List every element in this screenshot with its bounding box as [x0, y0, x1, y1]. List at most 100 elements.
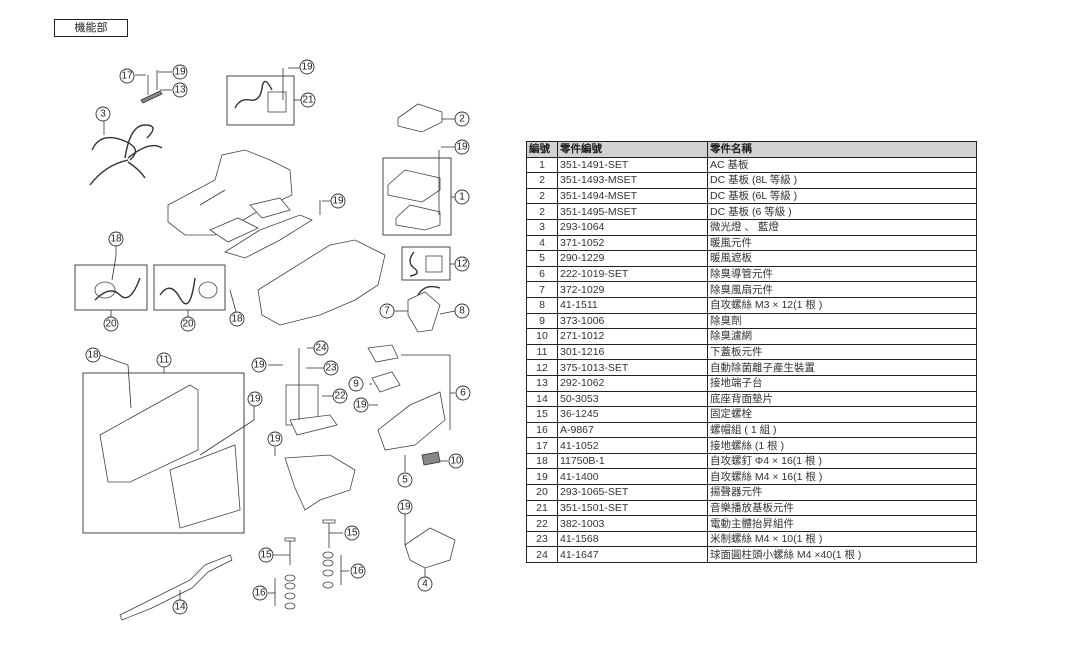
cell-number: 9: [526, 312, 558, 330]
callout-10: 10: [448, 453, 464, 469]
svg-text:20: 20: [105, 319, 117, 330]
cell-part-code: 301-1216: [557, 343, 708, 361]
svg-text:24: 24: [315, 343, 327, 354]
cell-number: 21: [526, 499, 558, 517]
part-12-box: [401, 246, 451, 281]
cell-part-name: 固定螺栓: [707, 406, 977, 423]
music-board-part: [234, 67, 303, 113]
cell-part-code: 351-1495-MSET: [557, 203, 708, 220]
cell-part-code: 372-1029: [557, 281, 708, 298]
svg-text:6: 6: [460, 388, 466, 399]
cell-part-code: 36-1245: [557, 406, 708, 423]
cell-number: 12: [526, 359, 558, 376]
svg-text:18: 18: [87, 350, 99, 361]
callout-3: 3: [95, 106, 111, 122]
svg-text:18: 18: [231, 314, 243, 325]
cell-number: 15: [526, 406, 558, 423]
svg-text:19: 19: [301, 62, 313, 73]
cell-number: 8: [526, 296, 558, 314]
cell-number: 7: [526, 281, 558, 298]
cell-part-name: 下蓋板元件: [707, 343, 977, 361]
cell-part-name: 除臭濾網: [707, 328, 977, 345]
svg-text:13: 13: [174, 85, 186, 96]
cell-part-name: 自攻螺絲 M3 × 12(1 根 ): [707, 296, 977, 314]
svg-text:7: 7: [384, 306, 390, 317]
cell-part-name: 除臭風扇元件: [707, 281, 977, 298]
cell-part-code: 351-1501-SET: [557, 499, 708, 517]
svg-text:9: 9: [353, 379, 359, 390]
cell-part-name: 自攻螺釘 Φ4 × 16(1 根 ): [707, 452, 977, 470]
svg-text:19: 19: [249, 394, 261, 405]
callout-7: 7: [379, 303, 395, 319]
callout-17: 17: [119, 68, 135, 84]
base-pad-part: [119, 554, 233, 621]
part-21-box: [226, 75, 295, 126]
cell-part-code: 293-1064: [557, 218, 708, 236]
svg-text:3: 3: [100, 109, 106, 120]
svg-text:19: 19: [456, 142, 468, 153]
svg-text:19: 19: [332, 196, 344, 207]
callout-5: 5: [397, 472, 413, 488]
callout-16: 16: [350, 563, 366, 579]
lower-cover-part: [99, 354, 255, 529]
cell-part-name: DC 基板 (8L 等級 ): [707, 172, 977, 189]
cell-number: 1: [526, 156, 558, 174]
svg-text:18: 18: [110, 234, 122, 245]
cell-part-code: 41-1647: [557, 546, 708, 564]
callout-19: 19: [251, 357, 267, 373]
callout-12: 12: [454, 256, 470, 272]
cell-part-code: 292-1062: [557, 374, 708, 392]
cell-part-name: 接地螺絲 (1 根 ): [707, 437, 977, 454]
callout-23: 23: [323, 360, 339, 376]
svg-text:20: 20: [182, 319, 194, 330]
cell-part-code: 11750B-1: [557, 452, 708, 470]
cell-number: 23: [526, 530, 558, 548]
cell-part-code: 41-1400: [557, 468, 708, 486]
callout-19: 19: [353, 397, 369, 413]
callout-20: 20: [103, 316, 119, 332]
base-housing-part: [167, 149, 293, 243]
cell-part-code: 293-1065-SET: [557, 484, 708, 501]
cell-part-code: 351-1493-MSET: [557, 172, 708, 189]
svg-text:21: 21: [302, 95, 314, 106]
svg-text:12: 12: [456, 259, 468, 270]
svg-text:16: 16: [352, 566, 364, 577]
cell-number: 24: [526, 546, 558, 564]
cell-number: 22: [526, 515, 558, 532]
part-11-box: [82, 372, 245, 534]
ion-generator-part: [409, 251, 455, 277]
svg-text:1: 1: [459, 192, 465, 203]
section-label: 機能部: [54, 19, 128, 37]
callout-18: 18: [229, 311, 245, 327]
cell-part-code: 222-1019-SET: [557, 265, 708, 283]
cell-number: 5: [526, 250, 558, 267]
cell-part-code: 41-1511: [557, 296, 708, 314]
svg-text:19: 19: [269, 434, 281, 445]
cell-part-code: 41-1052: [557, 437, 708, 454]
cell-part-code: 50-3053: [557, 390, 708, 408]
cell-number: 10: [526, 328, 558, 345]
callout-24: 24: [313, 340, 329, 356]
callout-8: 8: [454, 303, 470, 319]
cell-part-name: 球面圓柱頭小螺絲 M4 ×40(1 根 ): [707, 546, 977, 564]
dc-board-part: [397, 103, 455, 133]
svg-text:16: 16: [254, 588, 266, 599]
cell-number: 6: [526, 265, 558, 283]
bracket-plate-part: [274, 447, 356, 511]
cell-part-name: 米制螺絲 M4 × 10(1 根 ): [707, 530, 977, 548]
cell-part-code: 351-1494-MSET: [557, 187, 708, 205]
ac-board-part: [387, 146, 455, 231]
cell-part-code: 41-1568: [557, 530, 708, 548]
